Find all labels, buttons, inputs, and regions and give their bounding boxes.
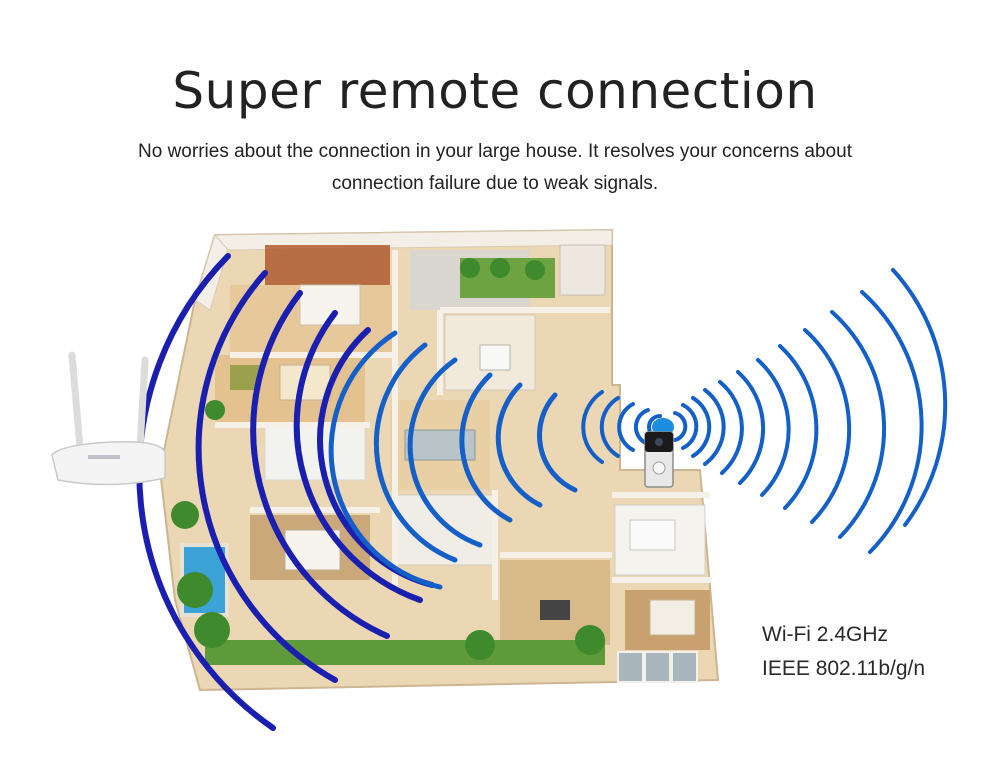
- doorbell-signal-waves: [581, 268, 948, 554]
- video-doorbell-icon: [644, 431, 674, 488]
- router-signal-waves: [136, 253, 435, 731]
- page-title: Super remote connection: [172, 62, 818, 120]
- wifi-router-icon: [51, 351, 166, 486]
- wifi-standard-label: IEEE 802.11b/g/n: [762, 657, 926, 680]
- page-subtitle: No worries about the connection in your …: [138, 141, 852, 194]
- wifi-band-label: Wi-Fi 2.4GHz: [762, 623, 888, 646]
- house-floorplan: [158, 228, 720, 692]
